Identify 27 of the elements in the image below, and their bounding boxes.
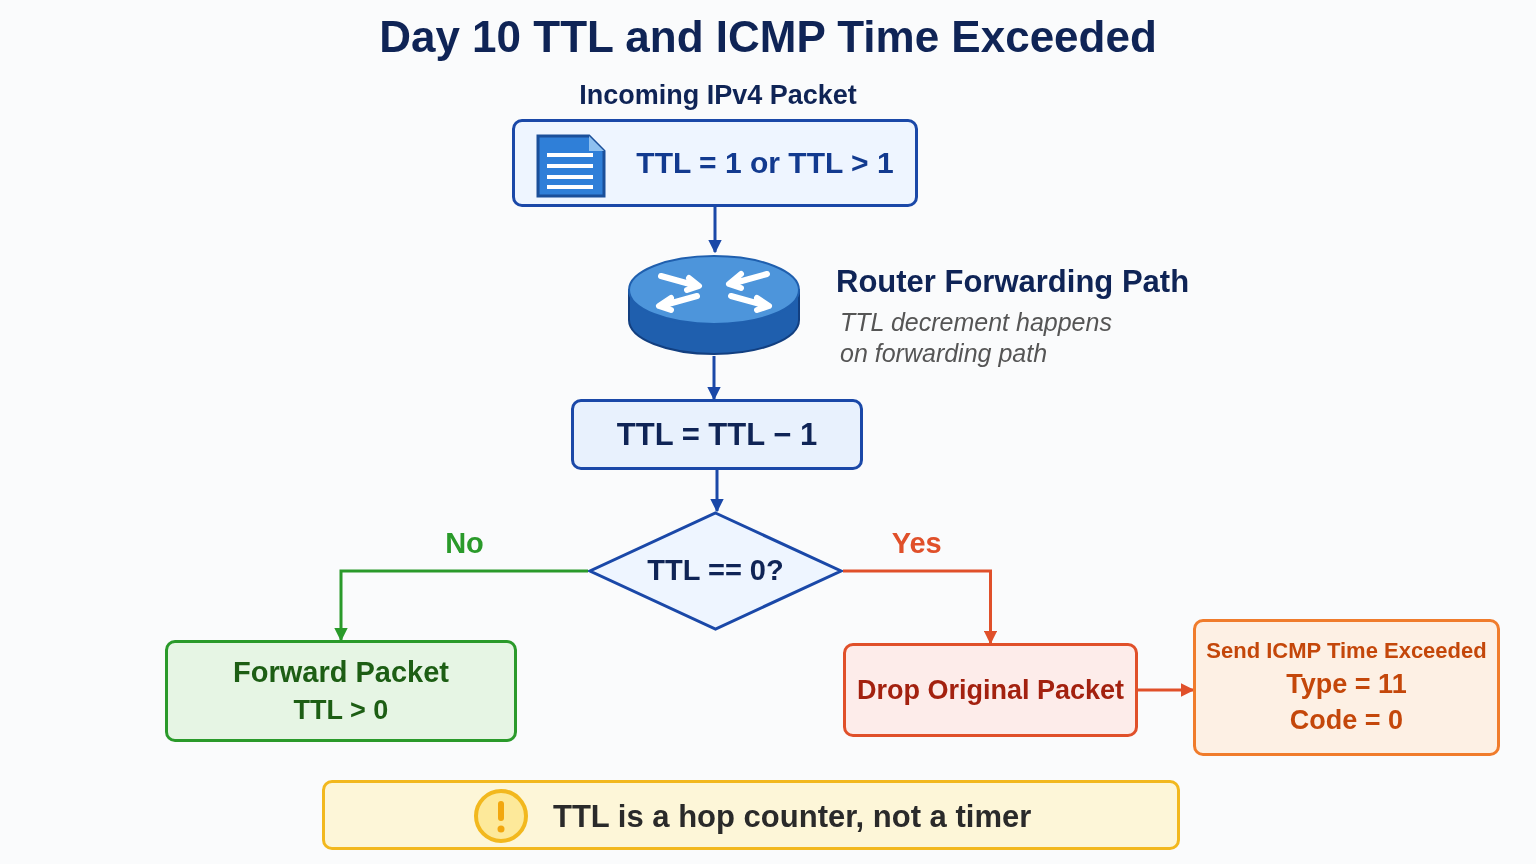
arrow xyxy=(707,356,721,401)
box-sublabel: Type = 11 xyxy=(1286,667,1407,701)
process-box xyxy=(843,643,1138,737)
note-text: TTL is a hop counter, not a timer xyxy=(553,799,1032,835)
router-drawing xyxy=(627,252,801,356)
note-box xyxy=(322,780,1180,850)
box-sublabel: Code = 0 xyxy=(1289,704,1404,738)
arrow xyxy=(710,470,724,513)
process-box xyxy=(165,640,517,742)
arrow xyxy=(334,569,588,642)
process-box xyxy=(571,399,863,470)
diagram-title: Day 10 TTL and ICMP Time Exceeded xyxy=(378,12,1158,62)
side-heading: Router Forwarding Path xyxy=(836,264,1190,300)
box-sublabel: TTL > 0 xyxy=(293,694,389,728)
box-label: TTL = TTL − 1 xyxy=(616,415,818,454)
decision-diamond xyxy=(588,511,843,631)
box-label: Drop Original Packet xyxy=(856,673,1125,707)
box-label: TTL = 1 or TTL > 1 xyxy=(635,145,895,181)
side-note: TTL decrement happens on forwarding path xyxy=(840,307,1113,370)
process-box xyxy=(1193,619,1500,756)
box-label: Send ICMP Time Exceeded xyxy=(1206,637,1487,666)
box-label: Forward Packet xyxy=(233,655,449,691)
arrow xyxy=(708,207,722,254)
arrow xyxy=(843,569,998,645)
arrow xyxy=(1138,683,1195,697)
box-heading: Incoming IPv4 Packet xyxy=(578,80,858,111)
box-label: TTL == 0? xyxy=(647,553,784,589)
